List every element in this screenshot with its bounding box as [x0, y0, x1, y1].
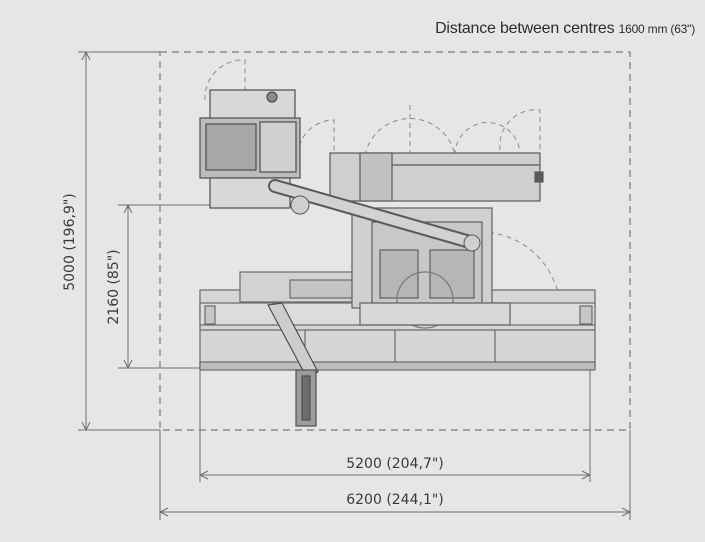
mid-height-label: 2160 (85") — [106, 249, 122, 324]
inner-width-label: 5200 (204,7") — [346, 456, 444, 472]
overall-height-dimension — [78, 50, 160, 432]
swivel-arm — [268, 179, 481, 252]
distance-label: Distance between centres — [435, 20, 615, 37]
inner-width-dimension — [198, 360, 592, 482]
top-beam — [329, 152, 544, 202]
overall-width-label: 6200 (244,1") — [346, 492, 444, 508]
overall-width-dimension — [158, 430, 632, 520]
overall-height-label: 5000 (196,9") — [62, 193, 78, 291]
distance-caption: Distance between centres 1600 mm (63") — [435, 20, 695, 38]
distance-value: 1600 mm (63") — [618, 22, 696, 36]
work-area-outline — [159, 51, 631, 431]
support-arm — [267, 302, 319, 427]
